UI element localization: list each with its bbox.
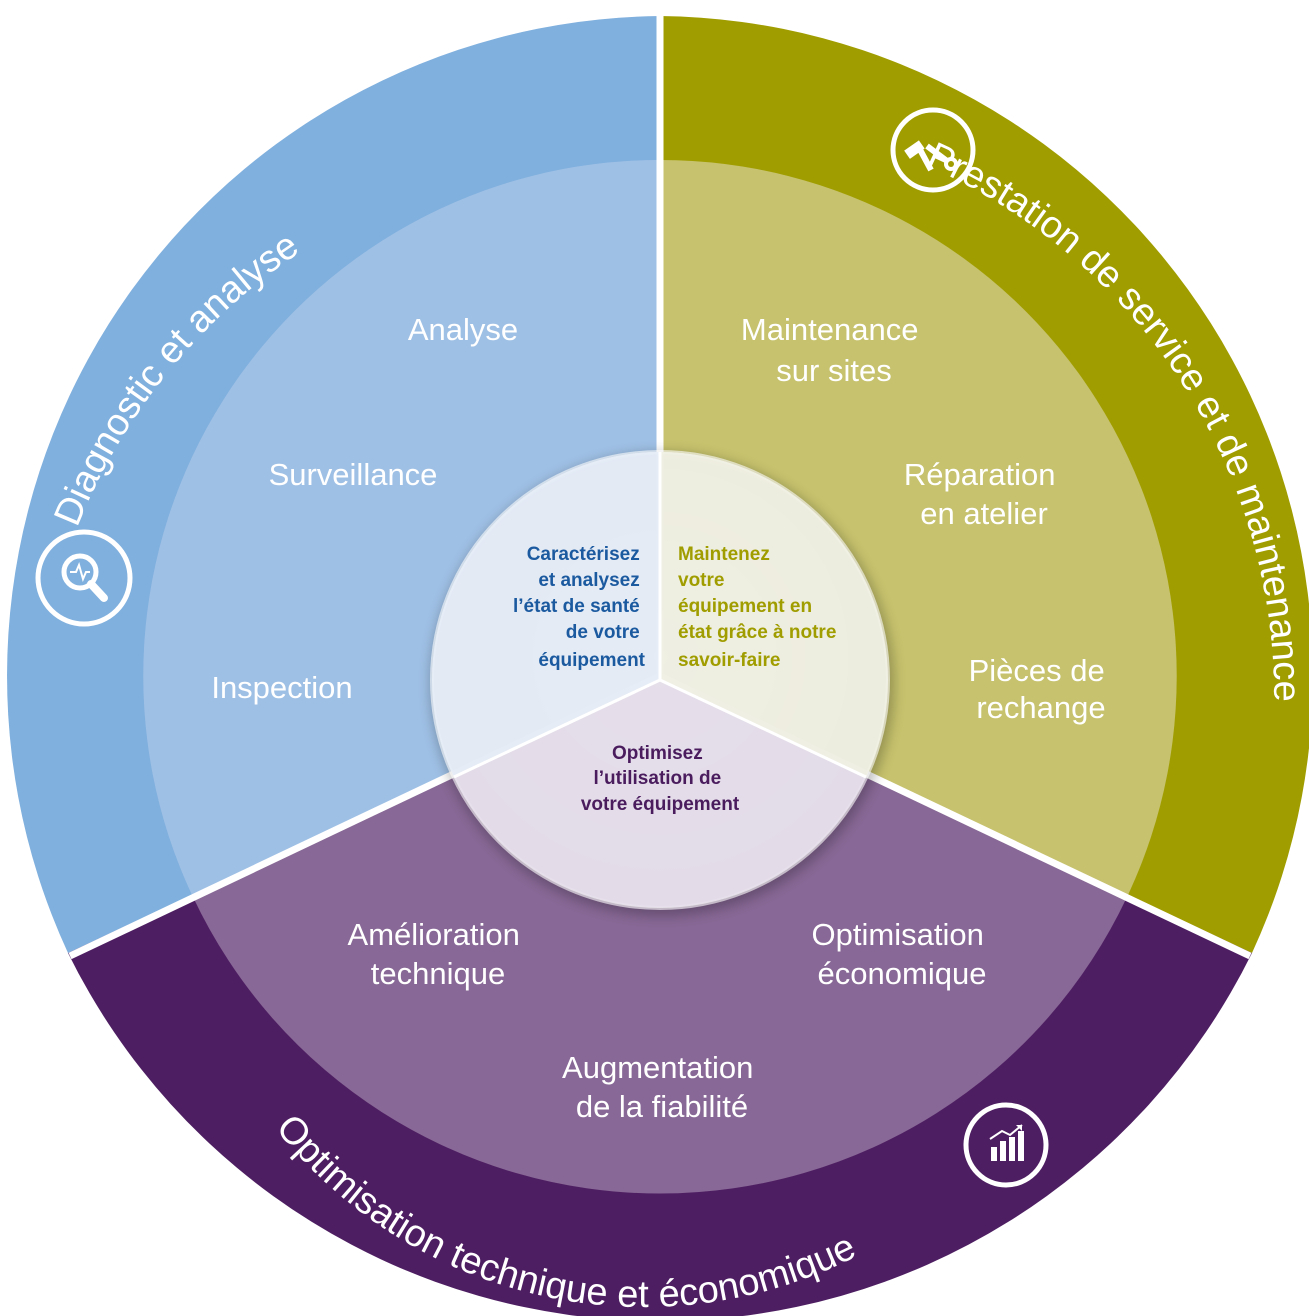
item-optimisation-economique: Optimisation économique: [812, 917, 993, 991]
center-text-maintenance: Maintenez votre équipement en état grâce…: [678, 544, 842, 671]
item-reparation-atelier: Réparation en atelier: [904, 457, 1064, 531]
growth-chart-icon: [963, 1102, 1049, 1188]
item-maintenance-sur-sites: Maintenance sur sites: [741, 312, 927, 388]
magnifier-pulse-icon: [35, 529, 133, 627]
sector-optimisation-inner: [193, 676, 1127, 1194]
item-analyse: Analyse: [408, 312, 518, 347]
item-surveillance: Surveillance: [269, 457, 438, 492]
tools-icon: [890, 107, 976, 193]
item-augmentation-fiabilite: Augmentation de la fiabilité: [562, 1050, 762, 1124]
item-amelioration-technique: Amélioration technique: [348, 917, 529, 991]
center-text-diagnostic: Caractérisez et analysez l’état de santé…: [513, 544, 646, 671]
item-inspection: Inspection: [211, 670, 352, 705]
item-pieces-rechange: Pièces de rechange: [969, 653, 1114, 725]
center-text-optimisation: Optimisez l’utilisation de votre équipem…: [581, 743, 740, 815]
